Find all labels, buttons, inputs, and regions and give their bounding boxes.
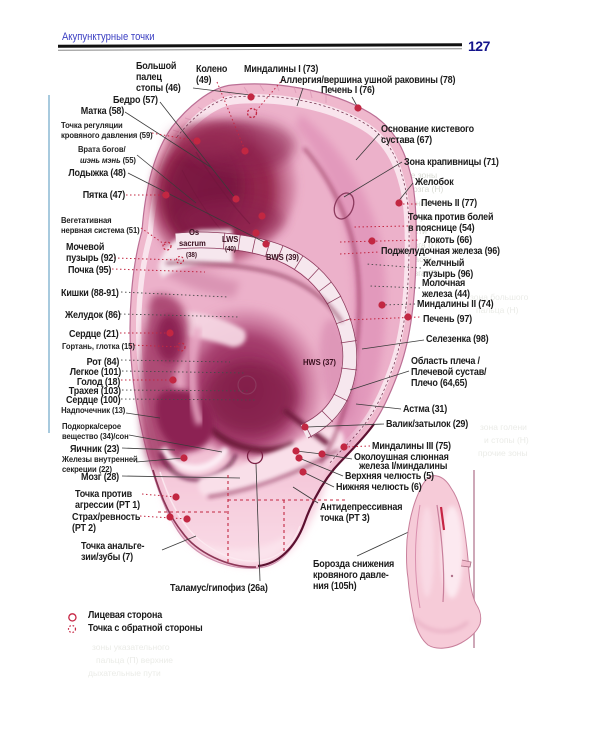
svg-text:пальца (Н): пальца (Н) — [476, 305, 519, 315]
svg-text:зоны указательного: зоны указательного — [92, 642, 170, 652]
svg-text:пальца (П) верхние: пальца (П) верхние — [96, 655, 173, 665]
svg-text:зона голени: зона голени — [480, 422, 527, 432]
svg-text:и стопы (Н): и стопы (Н) — [484, 435, 529, 445]
svg-text:зона большого: зона большого — [470, 292, 529, 302]
svg-text:прочие зоны: прочие зоны — [478, 448, 527, 458]
svg-text:дыхательные пути: дыхательные пути — [88, 668, 161, 678]
